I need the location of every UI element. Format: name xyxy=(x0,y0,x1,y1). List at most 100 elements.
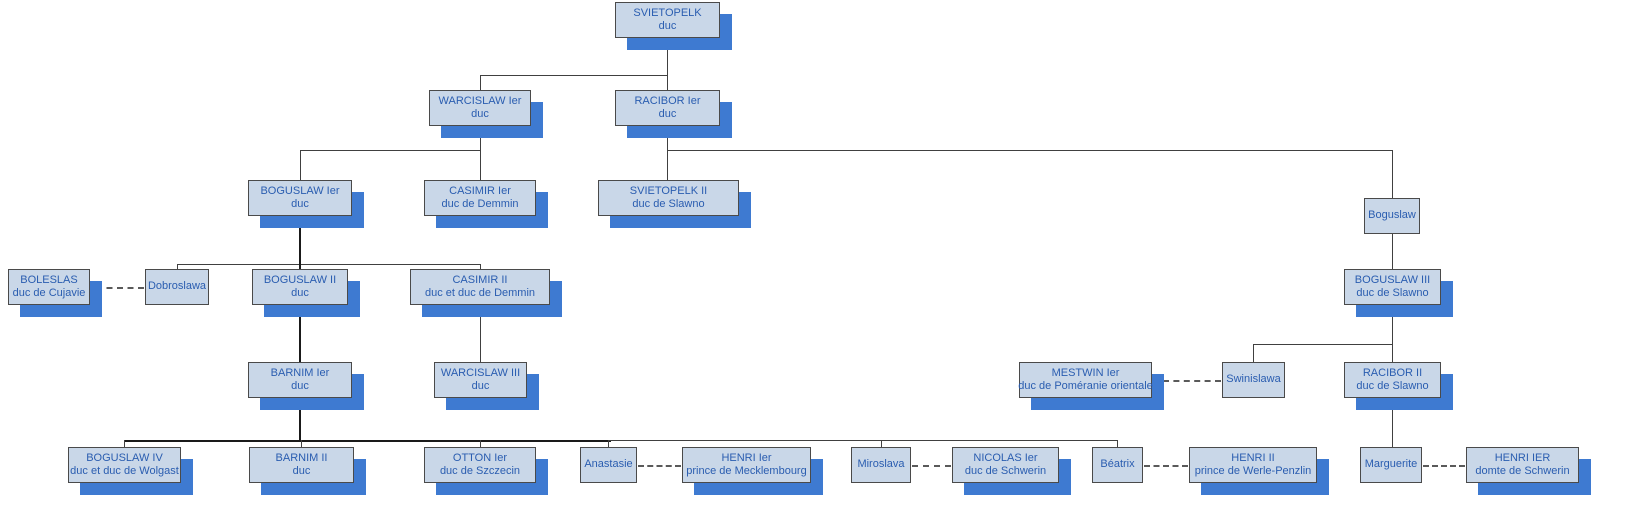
node-anastasie[interactable]: Anastasie xyxy=(580,447,637,483)
node-title: OTTON Ier xyxy=(452,451,508,464)
marriage-link-anastasie-henri1 xyxy=(638,465,681,467)
node-subtitle: duc xyxy=(658,108,677,120)
connector-to-racibor2 xyxy=(1392,344,1393,362)
node-subtitle: duc de Poméranie orientale xyxy=(1018,380,1153,392)
node-title: Boguslaw xyxy=(1368,209,1416,222)
node-subtitle: prince de Mecklembourg xyxy=(686,465,807,477)
node-title: BOLESLAS xyxy=(20,273,78,286)
marriage-link-mestwin-swinislawa xyxy=(1163,380,1221,382)
marriage-link-boleslas-dobroslawa xyxy=(96,287,144,289)
node-subtitle: duc xyxy=(291,287,309,299)
connector-racibor1-down xyxy=(667,126,668,150)
connector-bus-boguslaw1 xyxy=(177,264,481,265)
node-title: HENRI Ier xyxy=(721,451,772,464)
node-subtitle: prince de Werle-Penzlin xyxy=(1194,465,1312,477)
connector-to-boguslaw4 xyxy=(124,440,125,447)
node-subtitle: duc de Cujavie xyxy=(12,287,86,299)
node-title: BOGUSLAW IV xyxy=(86,451,163,464)
node-title: RACIBOR Ier xyxy=(634,94,701,107)
node-title: Marguerite xyxy=(1364,458,1418,471)
node-title: WARCISLAW III xyxy=(440,366,521,379)
connector-racibor2-to-marguerite xyxy=(1392,398,1393,447)
node-title: SVIETOPELK xyxy=(633,6,702,19)
connector-boguslaw1-down xyxy=(299,216,301,264)
connector-to-anastasie xyxy=(608,440,609,447)
marriage-link-miroslava-nicolas xyxy=(912,465,951,467)
connector-to-otton1 xyxy=(480,440,481,447)
node-boguslaw_sp[interactable]: Boguslaw xyxy=(1364,198,1420,234)
node-title: BOGUSLAW Ier xyxy=(260,184,340,197)
marriage-link-marguerite-henri1s xyxy=(1423,465,1465,467)
node-swinislawa[interactable]: Swinislawa xyxy=(1222,362,1285,398)
connector-bus-boguslaw3 xyxy=(1253,344,1393,345)
node-subtitle: duc de Schwerin xyxy=(964,465,1047,477)
node-subtitle: duc xyxy=(658,20,677,32)
connector-svietopelk-down xyxy=(667,38,668,75)
connector-to-boguslaw-sp xyxy=(1392,150,1393,198)
connector-boguslaw2-to-barnim1 xyxy=(299,305,301,362)
node-subtitle: duc xyxy=(291,380,309,392)
node-title: Dobroslawa xyxy=(147,280,207,293)
connector-to-barnim2 xyxy=(301,440,302,447)
node-title: Béatrix xyxy=(1100,458,1135,471)
connector-to-dobroslawa xyxy=(177,264,178,269)
connector-bus-barnim1-right xyxy=(608,440,1118,441)
connector-casimir2-to-warcislaw3 xyxy=(480,305,481,362)
node-subtitle: duc xyxy=(292,465,311,477)
node-subtitle: domte de Schwerin xyxy=(1475,465,1570,477)
node-subtitle: duc xyxy=(471,380,490,392)
connector-bus-warcislaw1 xyxy=(300,150,481,151)
node-subtitle: duc et duc de Demmin xyxy=(424,287,536,299)
node-title: BARNIM Ier xyxy=(270,366,330,379)
connector-boguslaw3-down xyxy=(1392,305,1393,344)
node-title: CASIMIR II xyxy=(452,273,508,286)
connector-bus-racibor1 xyxy=(667,150,1393,151)
connector-to-svietopelk2 xyxy=(667,150,668,180)
node-title: BOGUSLAW II xyxy=(263,273,337,286)
connector-bus-gen1 xyxy=(480,75,668,76)
node-title: BARNIM II xyxy=(275,451,328,464)
connector-to-casimir2 xyxy=(480,264,481,269)
connector-to-racibor1 xyxy=(667,75,668,90)
connector-to-casimir1 xyxy=(480,150,481,180)
node-subtitle: duc de Szczecin xyxy=(439,465,521,477)
node-subtitle: duc xyxy=(291,198,309,210)
node-subtitle: duc xyxy=(471,108,489,120)
node-subtitle: duc de Demmin xyxy=(441,198,519,210)
node-marguerite[interactable]: Marguerite xyxy=(1360,447,1422,483)
node-subtitle: duc de Slawno xyxy=(632,198,705,210)
node-title: SVIETOPELK II xyxy=(629,184,708,197)
connector-to-swinislawa xyxy=(1253,344,1254,362)
node-beatrix[interactable]: Béatrix xyxy=(1092,447,1143,483)
node-title: MESTWIN Ier xyxy=(1051,366,1120,379)
connector-bus-barnim1-left xyxy=(124,440,611,442)
node-title: RACIBOR II xyxy=(1362,366,1423,379)
node-title: BOGUSLAW III xyxy=(1354,273,1431,286)
node-miroslava[interactable]: Miroslava xyxy=(851,447,911,483)
marriage-link-beatrix-henri2 xyxy=(1144,465,1188,467)
node-subtitle: duc et duc de Wolgast xyxy=(70,465,179,477)
node-dobroslawa[interactable]: Dobroslawa xyxy=(145,269,209,305)
